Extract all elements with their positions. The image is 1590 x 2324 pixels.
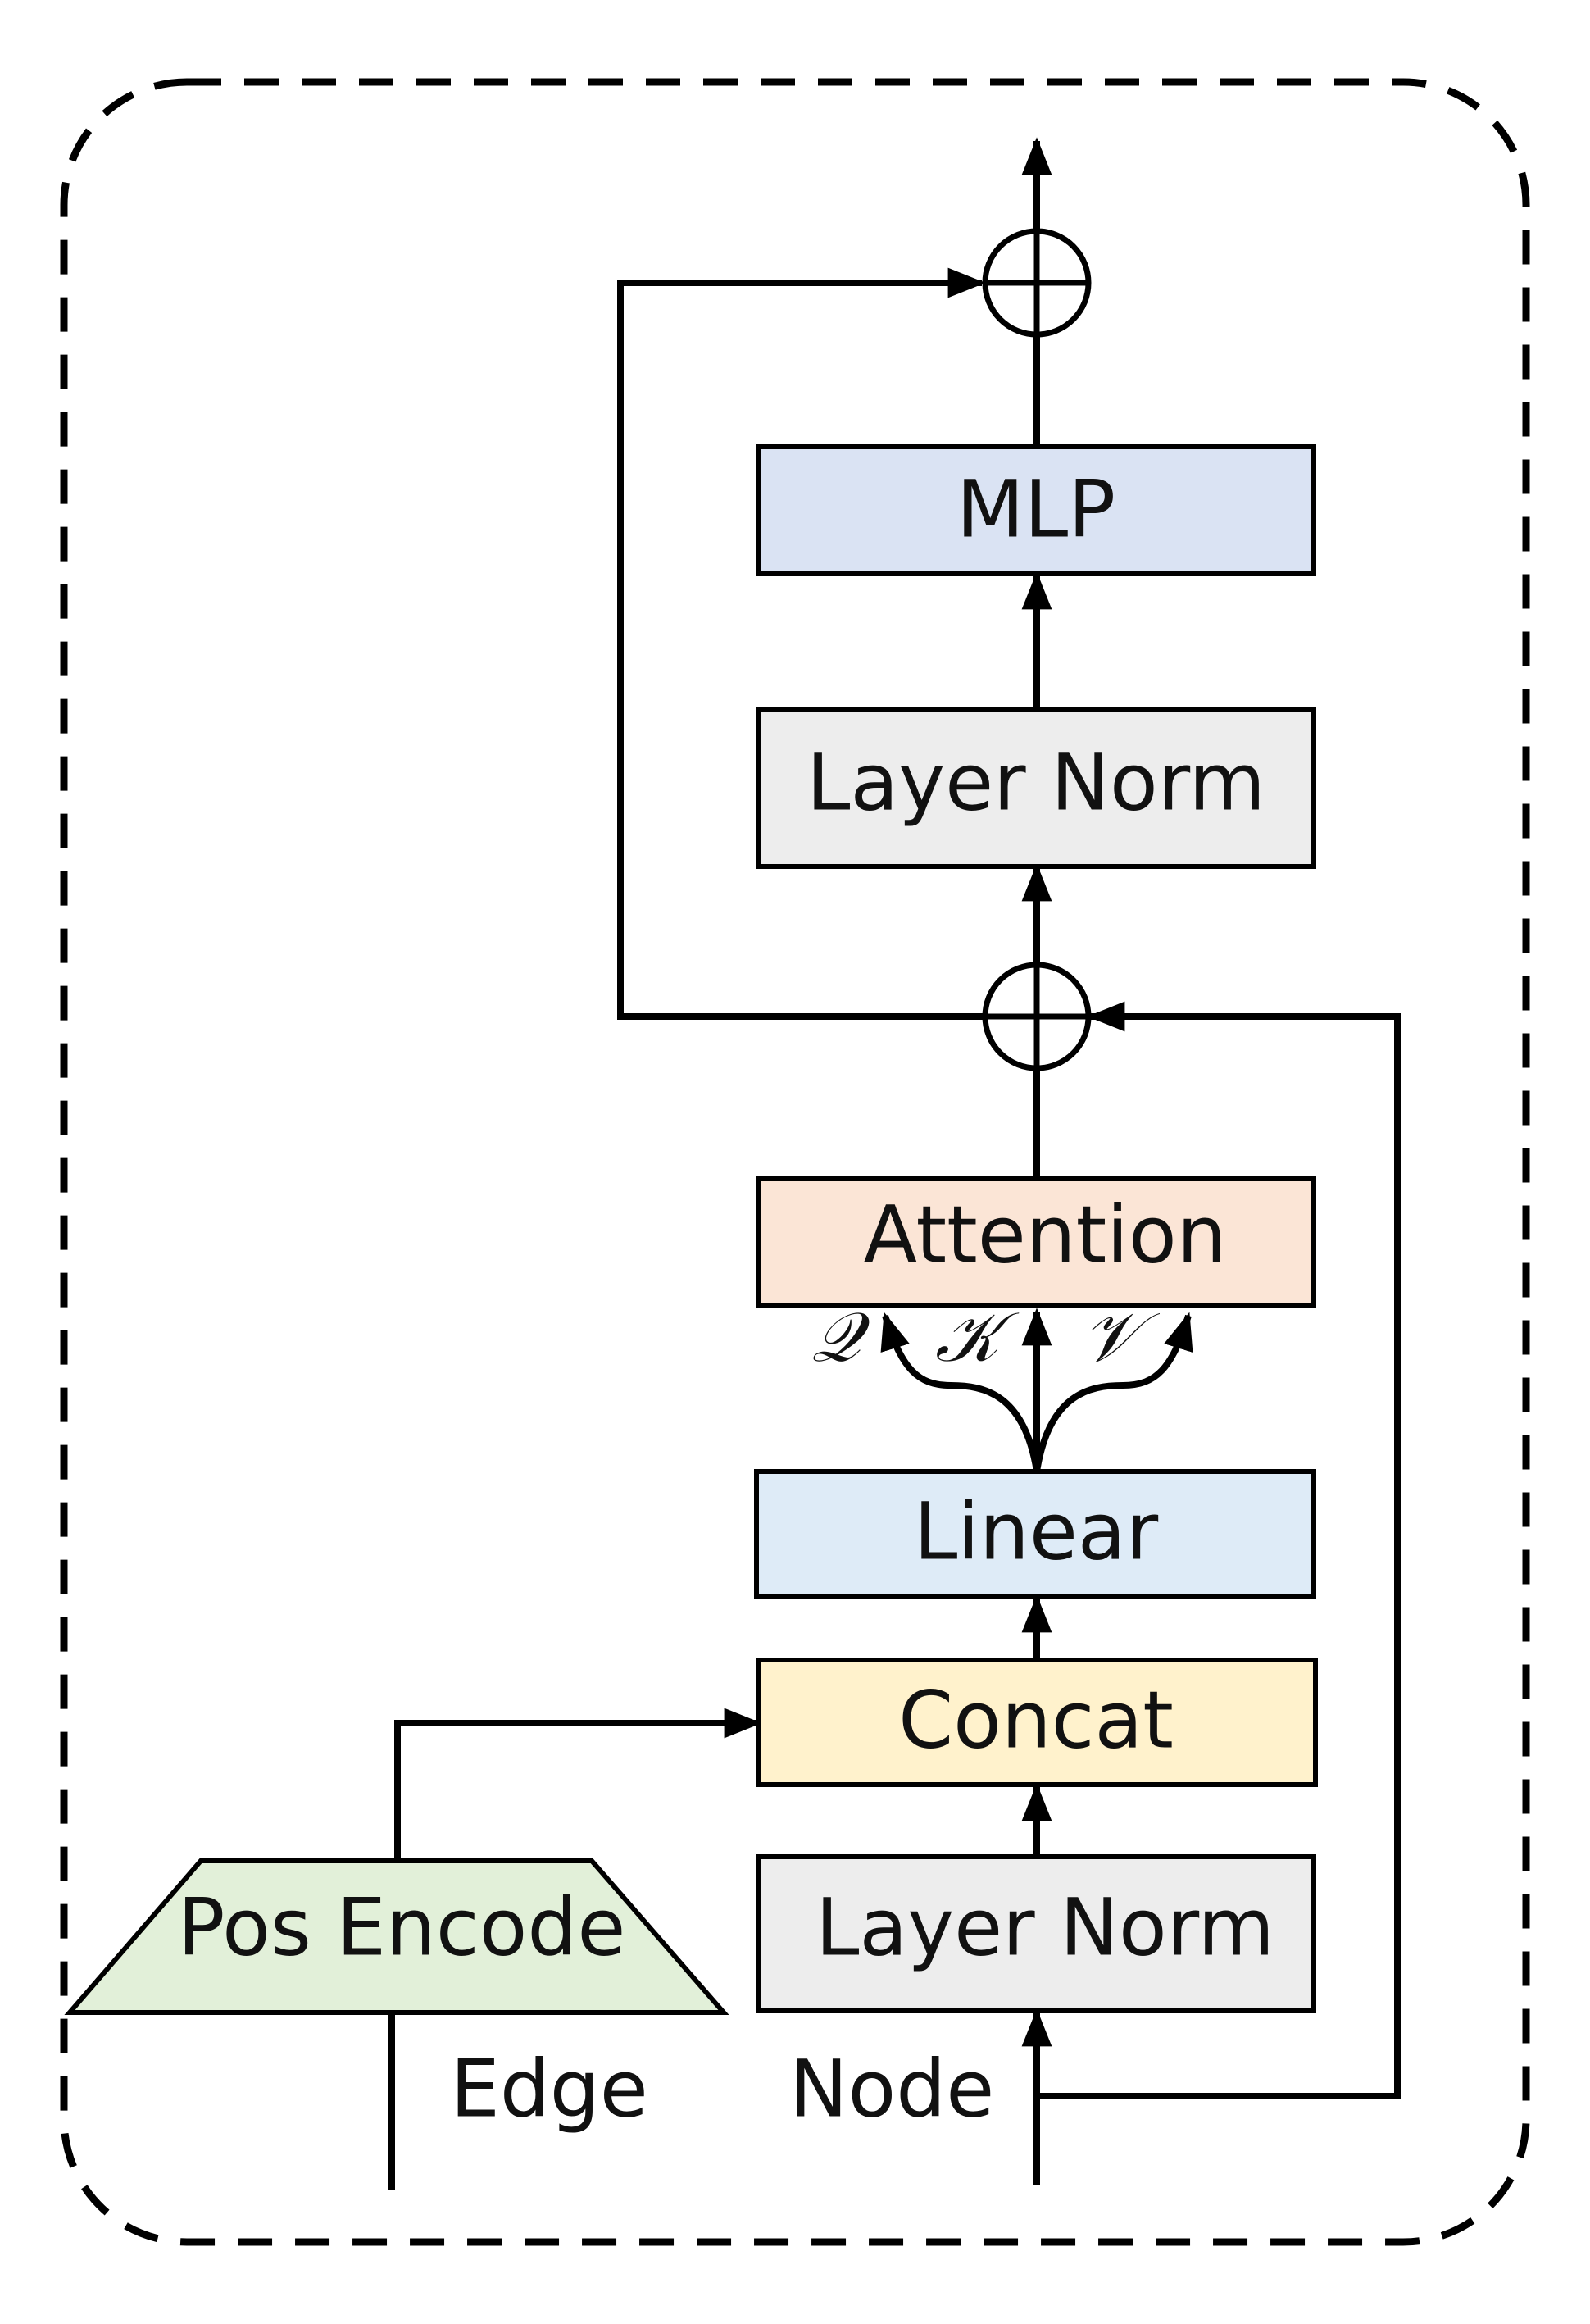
query-label: 𝒬 [811,1297,870,1377]
add-middle-icon [982,962,1092,1071]
skip-connection-lower [1037,1001,1401,2099]
value-label: 𝒱 [1082,1297,1160,1377]
attention-label: Attention [863,1189,1226,1280]
linear-to-q-arrow [880,1312,1040,1472]
skip-connection-upper [617,267,1037,1020]
mlp-label: MLP [956,463,1115,555]
add-top-icon [982,228,1092,338]
concat-block: Concat [756,1658,1318,1787]
attention-block: Attention [756,1176,1316,1308]
layer-norm-bottom-label: Layer Norm [815,1881,1274,1973]
linear-label: Linear [914,1485,1159,1577]
concat-label: Concat [898,1674,1174,1766]
pos-encode-to-concat-arrow [394,1708,762,1861]
node-input-label: Node [789,2043,995,2135]
linear-block: Linear [754,1469,1316,1599]
key-label: 𝒦 [935,1297,1020,1377]
layer-norm-top-block: Layer Norm [756,707,1316,869]
layer-norm-top-label: Layer Norm [806,736,1265,828]
pos-encode-block: Pos Encode [64,1858,729,2015]
linear-to-v-arrow [1034,1312,1193,1472]
connectors [388,137,1401,2190]
mlp-block: MLP [756,444,1316,576]
edge-input-label: Edge [450,2043,648,2135]
pos-encode-label: Pos Encode [178,1881,626,1973]
layer-norm-bottom-block: Layer Norm [756,1854,1316,2013]
transformer-block-container [60,78,1530,2246]
